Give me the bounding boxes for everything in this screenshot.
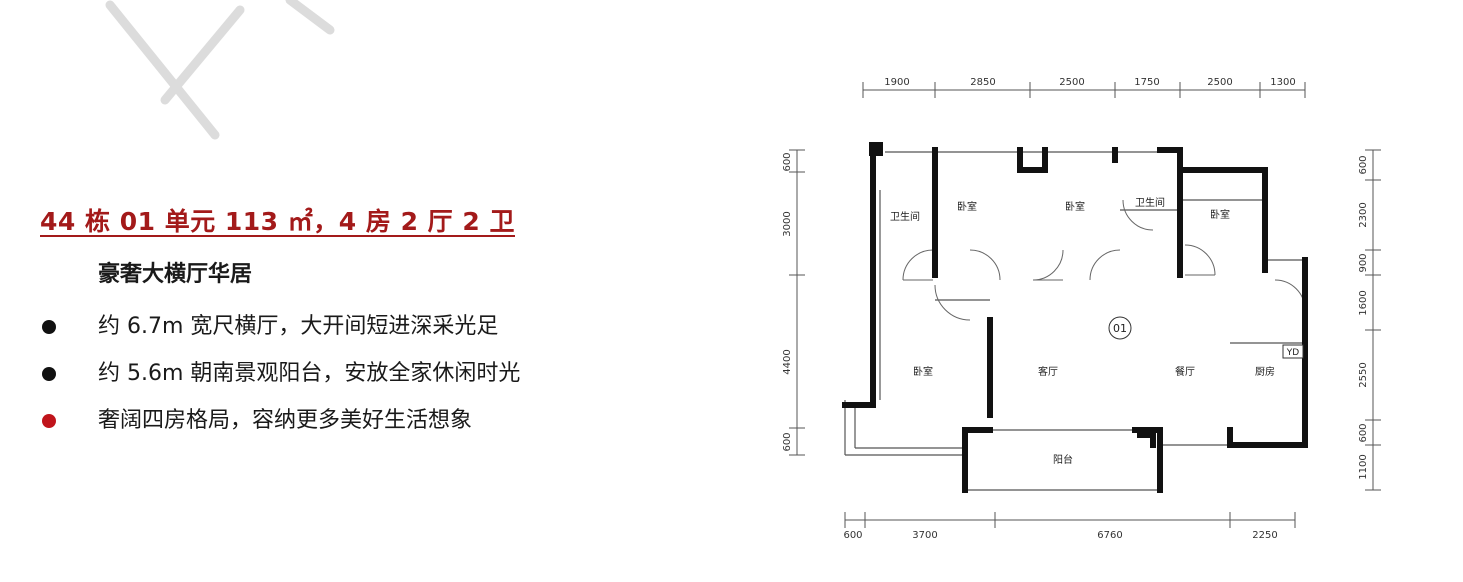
floor-plan: 1900 2850 2500 1750 2500 1300 600 3000 4… xyxy=(782,77,1381,541)
dim-top-2: 2850 xyxy=(970,77,995,88)
dim-right-5: 2550 xyxy=(1358,362,1369,387)
room-kitchen: 厨房 xyxy=(1255,365,1275,378)
bullet-dot-icon xyxy=(42,320,56,334)
page-subtitle: 豪奢大横厅华居 xyxy=(98,262,253,287)
thick-walls xyxy=(842,142,1308,493)
bottom-dimension-line xyxy=(844,512,1296,528)
feature-list: 约 6.7m 宽尺横厅，大开间短进深采光足 约 5.6m 朝南景观阳台，安放全家… xyxy=(40,303,520,444)
feature-item: 约 6.7m 宽尺横厅，大开间短进深采光足 xyxy=(40,303,520,350)
dim-top-4: 1750 xyxy=(1134,77,1159,88)
bullet-dot-icon xyxy=(42,414,56,428)
feature-item: 约 5.6m 朝南景观阳台，安放全家休闲时光 xyxy=(40,350,520,397)
feature-item: 奢阔四房格局，容纳更多美好生活想象 xyxy=(40,397,520,444)
dim-left-3: 4400 xyxy=(782,349,793,374)
left-dimension-line xyxy=(789,149,805,456)
room-bathroom-2: 卫生间 xyxy=(1135,196,1165,209)
watermark-graphic xyxy=(105,0,335,140)
dim-bottom-2: 3700 xyxy=(912,530,937,541)
dim-bottom-4: 2250 xyxy=(1252,530,1277,541)
dim-right-7: 1100 xyxy=(1358,454,1369,479)
room-bathroom-1: 卫生间 xyxy=(890,210,920,223)
bullet-dot-icon xyxy=(42,367,56,381)
room-bedroom-2: 卧室 xyxy=(1065,200,1085,213)
top-dimension-line xyxy=(862,82,1306,98)
feature-text: 约 6.7m 宽尺横厅，大开间短进深采光足 xyxy=(98,314,499,339)
feature-text: 奢阔四房格局，容纳更多美好生活想象 xyxy=(98,408,473,433)
room-balcony: 阳台 xyxy=(1053,453,1073,466)
yd-label: YD xyxy=(1286,348,1299,358)
dim-right-3: 900 xyxy=(1358,253,1369,272)
dim-left-2: 3000 xyxy=(782,211,793,236)
dim-right-2: 2300 xyxy=(1358,202,1369,227)
room-bedroom-4: 卧室 xyxy=(913,365,933,378)
feature-text: 约 5.6m 朝南景观阳台，安放全家休闲时光 xyxy=(98,361,521,386)
room-bedroom-1: 卧室 xyxy=(957,200,977,213)
dim-top-6: 1300 xyxy=(1270,77,1295,88)
dim-top-1: 1900 xyxy=(884,77,909,88)
dim-left-1: 600 xyxy=(782,152,793,171)
right-dimension-line xyxy=(1365,149,1381,491)
unit-number: 01 xyxy=(1113,322,1127,335)
dim-right-6: 600 xyxy=(1358,423,1369,442)
page-title: 44 栋 01 单元 113 ㎡，4 房 2 厅 2 卫 xyxy=(40,207,515,236)
dim-top-5: 2500 xyxy=(1207,77,1232,88)
unit-marker xyxy=(1108,316,1132,340)
room-living: 客厅 xyxy=(1038,365,1058,378)
dim-top-3: 2500 xyxy=(1059,77,1084,88)
dim-bottom-3: 6760 xyxy=(1097,530,1122,541)
dim-right-4: 1600 xyxy=(1358,290,1369,315)
dim-left-4: 600 xyxy=(782,432,793,451)
yd-box xyxy=(1282,344,1304,359)
room-bedroom-3: 卧室 xyxy=(1210,208,1230,221)
dim-bottom-1: 600 xyxy=(843,530,862,541)
room-dining: 餐厅 xyxy=(1175,365,1195,378)
door-swings xyxy=(902,199,1306,321)
dim-right-1: 600 xyxy=(1358,155,1369,174)
